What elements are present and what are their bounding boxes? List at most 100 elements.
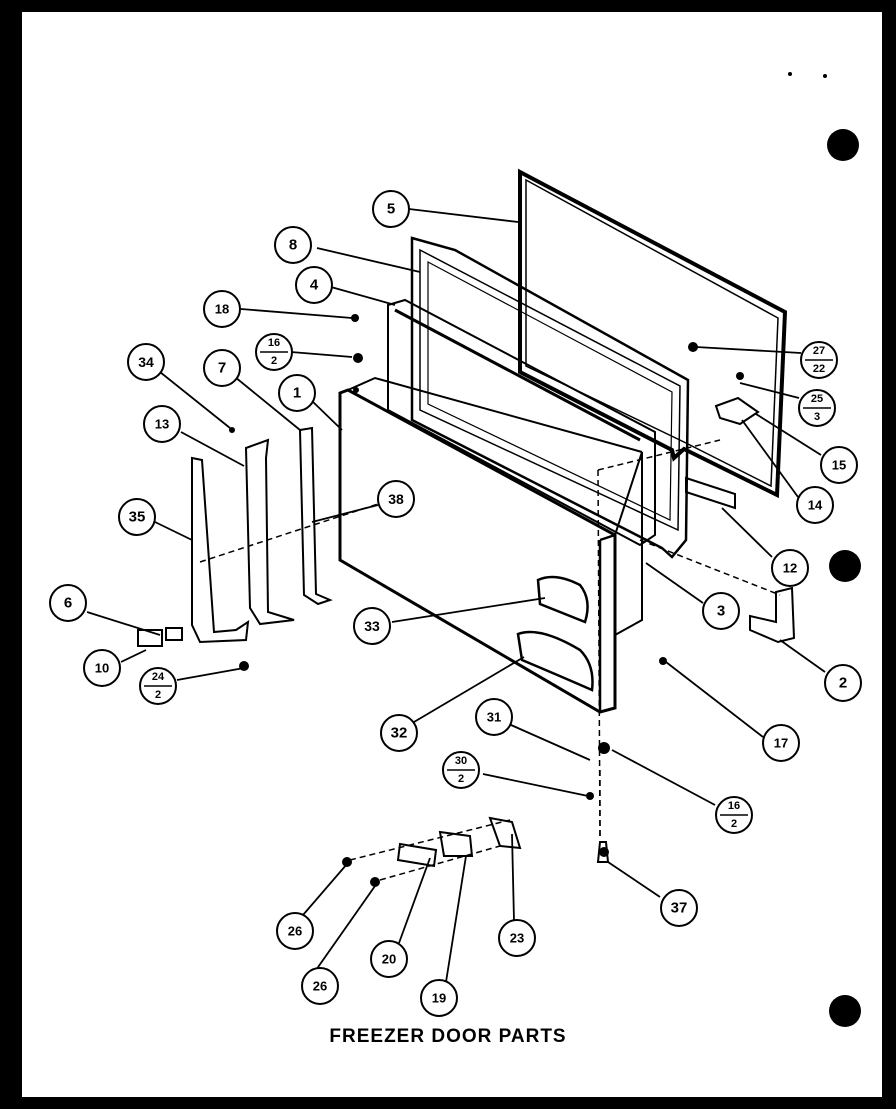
callout-12	[771, 549, 809, 587]
callout-8	[274, 226, 312, 264]
callout-label-32: 32	[391, 725, 408, 742]
callout-34	[127, 343, 165, 381]
part-33-cutout	[536, 575, 589, 624]
part-35-bracket	[191, 456, 250, 644]
callout-26-b	[301, 967, 339, 1005]
part-19-plate	[438, 830, 474, 857]
part-1-door-side	[614, 451, 643, 636]
callout-labels: 5 8 4 18 16 2 34 7 1 13 35 38 27 22 25 3…	[64, 201, 847, 1006]
part-1-door-top	[347, 376, 643, 453]
callout-label-10: 10	[95, 661, 109, 676]
callout-label-7: 7	[218, 360, 226, 377]
callout-label-12: 12	[783, 561, 797, 576]
part-14-clip	[714, 396, 760, 426]
callout-31	[475, 698, 513, 736]
callout-label-25-num: 25	[811, 393, 823, 405]
callout-label-34: 34	[138, 354, 154, 370]
callout-17	[762, 724, 800, 762]
callout-18	[203, 290, 241, 328]
part-32-cutout	[516, 630, 594, 692]
callout-26-a	[276, 912, 314, 950]
callout-label-35: 35	[129, 509, 146, 526]
part-23-bracket	[488, 816, 522, 850]
callout-label-2: 2	[839, 675, 847, 692]
callout-label-20: 20	[382, 952, 396, 967]
callout-19	[420, 979, 458, 1017]
part-7-strip	[298, 426, 333, 606]
drawing	[137, 168, 796, 868]
fasteners	[229, 314, 744, 887]
binder-hole-top	[827, 129, 859, 161]
callout-3	[702, 592, 740, 630]
speck	[788, 72, 792, 76]
callout-label-16-bottom-num: 16	[728, 800, 740, 812]
part-1-door-edge	[598, 533, 616, 712]
callout-label-27-den: 22	[813, 363, 825, 375]
callout-14	[796, 486, 834, 524]
callout-20	[370, 940, 408, 978]
part-8-liner-inner	[419, 248, 681, 532]
diagram-caption: FREEZER DOOR PARTS	[329, 1026, 567, 1047]
leader-lines	[86, 208, 826, 983]
callout-label-15: 15	[832, 458, 846, 473]
part-2-hinge	[749, 586, 796, 644]
part-6-clip	[165, 627, 183, 641]
part-8-liner-rim	[427, 261, 673, 521]
callout-label-24-den: 2	[155, 689, 161, 701]
binder-hole-middle	[829, 550, 861, 582]
callout-label-26-a: 26	[288, 924, 302, 939]
part-10-label	[137, 629, 163, 647]
callout-label-16-top-den: 2	[271, 355, 277, 367]
callout-2	[824, 664, 862, 702]
callout-label-30-den: 2	[458, 773, 464, 785]
callout-label-37: 37	[671, 900, 688, 917]
callout-15	[820, 446, 858, 484]
part-4-breaker-top	[394, 308, 641, 442]
part-8-liner	[410, 236, 690, 559]
callout-label-33: 33	[364, 618, 380, 634]
callout-label-27-num: 27	[813, 345, 825, 357]
callout-5	[372, 190, 410, 228]
callout-label-16-top-num: 16	[268, 337, 280, 349]
callout-label-30-num: 30	[455, 755, 467, 767]
fraction-bars	[144, 351, 833, 816]
callout-label-24-num: 24	[152, 671, 165, 683]
callout-13	[143, 405, 181, 443]
callout-label-25-den: 3	[814, 411, 820, 423]
part-5-gasket-inner	[525, 178, 779, 488]
callout-label-19: 19	[432, 991, 446, 1006]
callout-label-18: 18	[215, 302, 229, 317]
callout-1	[278, 374, 316, 412]
callout-10	[83, 649, 121, 687]
callouts	[49, 190, 862, 1017]
callout-33	[353, 607, 391, 645]
assembly-lines	[199, 439, 781, 881]
callout-4	[295, 266, 333, 304]
callout-label-17: 17	[774, 736, 788, 751]
callout-37	[660, 889, 698, 927]
callout-label-8: 8	[289, 237, 297, 254]
callout-35	[118, 498, 156, 536]
callout-label-38: 38	[388, 491, 404, 507]
part-4-breaker	[387, 298, 656, 547]
part-13-strip	[244, 438, 295, 626]
callout-label-13: 13	[155, 417, 169, 432]
binder-hole-bottom	[829, 995, 861, 1027]
callout-23	[498, 919, 536, 957]
callout-label-26-b: 26	[313, 979, 327, 994]
speck	[823, 74, 827, 78]
callout-label-3: 3	[717, 603, 725, 620]
callout-32	[380, 714, 418, 752]
callout-label-4: 4	[310, 277, 319, 294]
part-12-strip	[685, 476, 736, 510]
callout-label-5: 5	[387, 201, 395, 218]
callout-label-1: 1	[293, 385, 301, 402]
callout-label-23: 23	[510, 931, 524, 946]
callout-7	[203, 349, 241, 387]
callout-label-6: 6	[64, 595, 72, 612]
callout-label-31: 31	[487, 710, 501, 725]
callout-6	[49, 584, 87, 622]
part-20-hinge	[396, 842, 438, 868]
callout-label-14: 14	[808, 498, 823, 513]
